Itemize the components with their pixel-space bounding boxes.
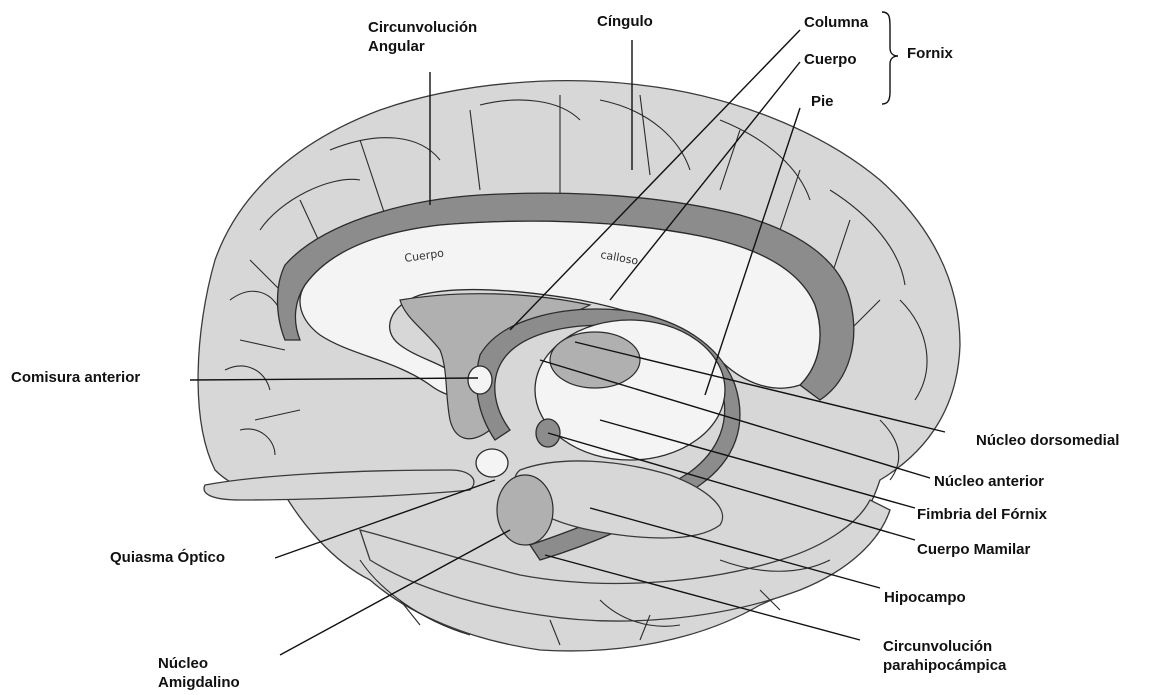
label-circunvolucion-angular: Circunvolución Angular (368, 18, 477, 56)
anterior-commissure-shape (468, 366, 492, 394)
amygdala (497, 475, 553, 545)
label-circunvolucion-angular-line2: Angular (368, 37, 477, 56)
label-amigdalino-line1: Núcleo (158, 654, 240, 673)
label-fimbria-fornix: Fimbria del Fórnix (917, 505, 1047, 524)
label-cuerpo: Cuerpo (804, 50, 857, 69)
label-columna: Columna (804, 13, 868, 32)
label-pie: Pie (811, 92, 834, 111)
dorsomedial-nucleus (550, 332, 640, 388)
label-cuerpo-mamilar: Cuerpo Mamilar (917, 540, 1030, 559)
label-parahipocampica-line1: Circunvolución (883, 637, 1006, 656)
label-nucleo-anterior: Núcleo anterior (934, 472, 1044, 491)
label-amigdalino-line2: Amigdalino (158, 673, 240, 692)
label-fornix: Fornix (907, 44, 953, 63)
label-comisura-anterior: Comisura anterior (11, 368, 140, 387)
label-nucleo-amigdalino: Núcleo Amigdalino (158, 654, 240, 692)
fornix-bracket (882, 12, 898, 104)
label-quiasma-optico: Quiasma Óptico (110, 548, 225, 567)
label-circunvolucion-parahipocampica: Circunvolución parahipocámpica (883, 637, 1006, 675)
label-hipocampo: Hipocampo (884, 588, 966, 607)
label-cingulo: Cíngulo (597, 12, 653, 31)
optic-chiasm-shape (476, 449, 508, 477)
label-circunvolucion-angular-line1: Circunvolución (368, 18, 477, 37)
label-parahipocampica-line2: parahipocámpica (883, 656, 1006, 675)
label-nucleo-dorsomedial: Núcleo dorsomedial (976, 431, 1119, 450)
